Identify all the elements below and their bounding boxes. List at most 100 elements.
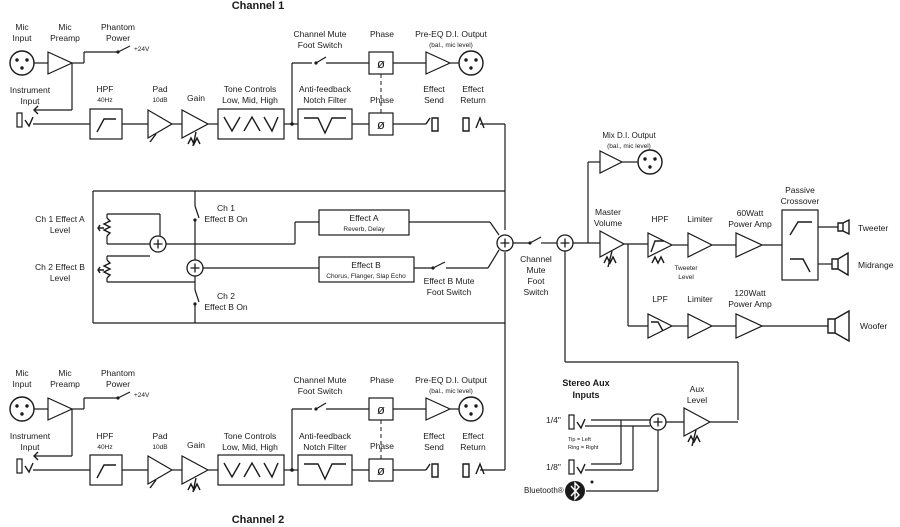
mix-di-output-xlr-icon[interactable] [637,149,663,175]
limiter-bottom-label: Limiter [687,294,713,304]
ch1-mic-preamp-icon [47,51,74,75]
effect-a-sum-icon [149,235,167,253]
midrange-icon [831,251,849,277]
ch2-di-output-xlr-icon[interactable] [458,396,484,422]
ch1-phase-bottom-label: Phase [370,95,394,105]
ch2-phase-bottom-label: Phase [370,441,394,451]
ch1-effect-send-jack-icon[interactable] [425,117,439,132]
ch2-mic-input-xlr-icon[interactable] [9,396,35,422]
ch1-pre-eq-di-label: Pre-EQ D.I. Output(bal., mic level) [415,29,487,49]
effect-a-box [318,209,410,236]
svg-text:ø: ø [377,402,385,417]
woofer-label: Woofer [860,321,887,331]
limiter-top-label: Limiter [687,214,713,224]
ch1-mic-input-xlr-icon[interactable] [9,50,35,76]
ch2-mic-preamp-icon [47,397,74,421]
ch1-hpf-filter-icon [89,108,123,140]
ch2-phantom-voltage: +24V [134,392,150,399]
ch1-gain-label: Gain [187,93,205,103]
ch2-effect-return-jack-icon[interactable] [462,462,485,478]
channel-1-title: Channel 1 [232,0,285,12]
ch1-phase-top-label: Phase [370,29,394,39]
bluetooth-label: Bluetooth® [524,486,564,495]
tweeter-label: Tweeter [858,223,888,233]
power-amp-120-icon [735,313,764,339]
ch1-di-output-xlr-icon[interactable] [458,50,484,76]
master-sum-icon [556,234,574,252]
ch1-tone-controls-icon [217,108,285,140]
output-hpf-label: HPF [652,214,669,224]
lpf-label: LPF [652,294,668,304]
svg-text:ø: ø [377,117,385,132]
ch2-instrument-jack-icon[interactable] [16,458,23,474]
ch2-hpf-filter-icon [89,454,123,486]
effect-b-box [318,256,415,283]
output-hpf-icon [647,232,674,258]
power-amp-60-icon [735,232,764,258]
ch2-effect-b-level-knob-icon[interactable] [97,259,112,279]
limiter-bottom-icon [687,313,714,339]
aux-level-icon[interactable] [683,406,712,438]
eighth-inch-jack-icon[interactable] [568,459,575,475]
master-volume-icon[interactable] [599,229,626,259]
ch2-gain-label: Gain [187,440,205,450]
quarter-inch-label: 1/4" [546,415,561,425]
ch2-pad-icon [147,454,174,486]
quarter-inch-jack-icon[interactable] [568,414,575,430]
ch2-effect-send-jack-icon[interactable] [425,463,439,478]
ch1-effect-return-jack-icon[interactable] [462,116,485,132]
ch1-phantom-voltage: +24V [134,46,150,53]
effect-b-sum-icon [186,259,204,277]
limiter-top-icon [687,232,714,258]
ch2-pre-eq-di-label: Pre-EQ D.I. Output(bal., mic level) [415,375,487,395]
ch1-gain-icon [181,108,210,140]
mix-di-amp-icon [599,150,624,174]
ch1-instrument-jack-icon[interactable] [16,112,23,128]
woofer-icon [827,309,850,343]
ch1-effect-a-level-knob-icon[interactable] [97,217,112,237]
ch2-di-amp-icon [425,397,452,421]
ch1-di-amp-icon [425,51,452,75]
svg-text:ø: ø [377,56,385,71]
tweeter-icon [837,218,850,236]
